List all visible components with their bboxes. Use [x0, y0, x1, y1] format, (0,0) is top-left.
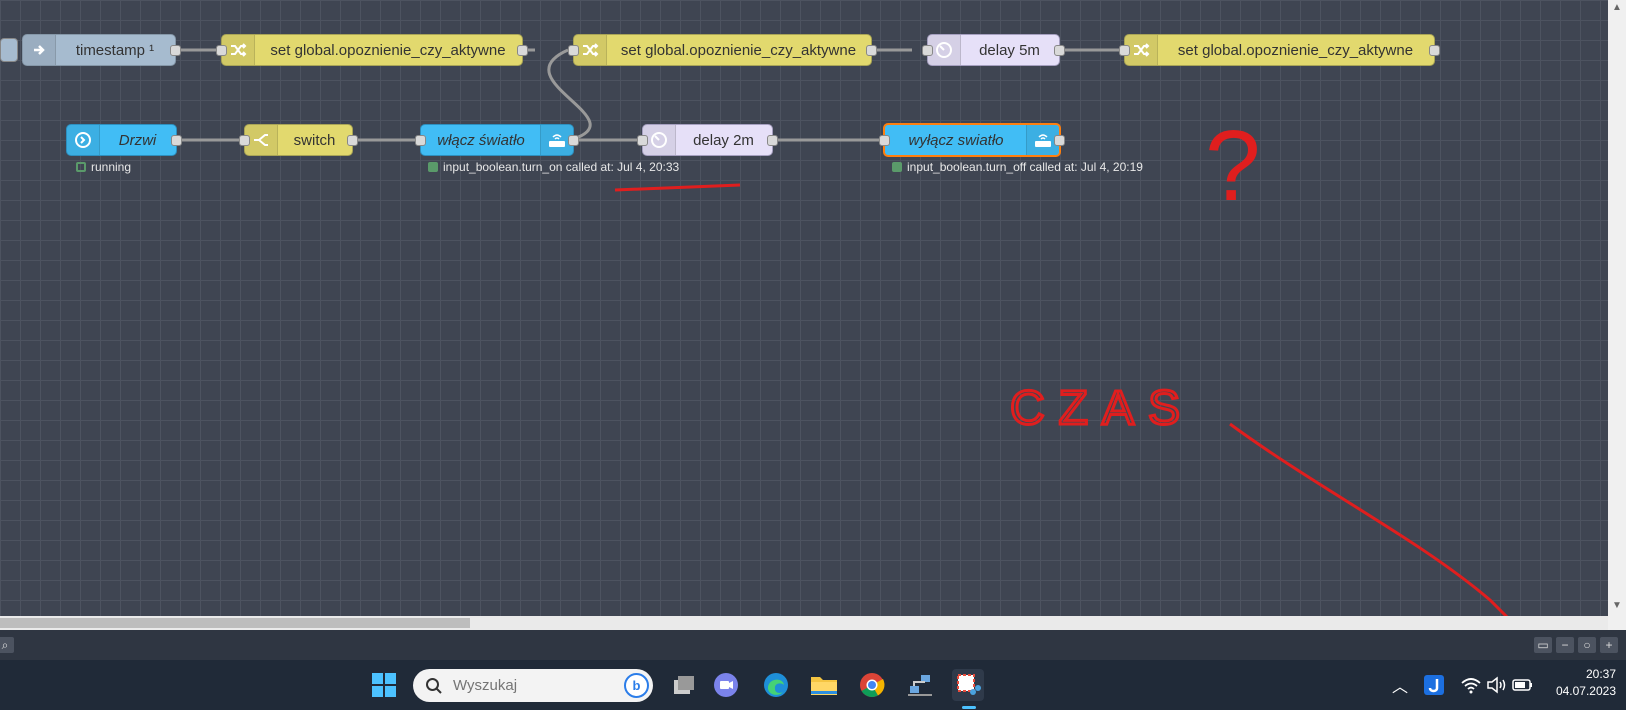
input-port[interactable] — [879, 135, 890, 146]
output-port[interactable] — [517, 45, 528, 56]
router-icon — [1026, 125, 1059, 155]
search-icon — [425, 677, 443, 695]
task-view-icon[interactable] — [668, 669, 700, 701]
node-label: Drzwi — [118, 131, 157, 149]
status-text: input_boolean.turn_on called at: Jul 4, … — [443, 160, 680, 174]
teams-chat-icon[interactable] — [710, 669, 742, 701]
input-port[interactable] — [568, 45, 579, 56]
set-global-node-2[interactable]: set global.opoznienie_czy_aktywne — [568, 34, 877, 66]
node-label: timestamp ¹ — [75, 41, 155, 59]
battery-icon[interactable] — [1507, 669, 1539, 701]
input-port[interactable] — [637, 135, 648, 146]
input-port[interactable] — [922, 45, 933, 56]
map-icon[interactable]: ▭ — [1534, 637, 1552, 653]
search-icon[interactable]: ⌕ — [0, 637, 14, 653]
router-icon — [540, 125, 573, 155]
node-label: set global.opoznienie_czy_aktywne — [620, 41, 857, 59]
scroll-up-arrow[interactable]: ▲ — [1612, 2, 1622, 13]
wires — [175, 48, 1121, 142]
vertical-scrollbar[interactable]: ▲ ▼ — [1608, 0, 1626, 630]
output-port[interactable] — [347, 135, 358, 146]
input-port[interactable] — [415, 135, 426, 146]
zoom-out-button[interactable]: − — [1556, 637, 1574, 653]
windows-taskbar: ︿ — [0, 660, 1626, 710]
drzwi-status: running — [76, 160, 131, 174]
switch-node[interactable]: switch — [239, 124, 358, 156]
node-label: switch — [293, 131, 336, 149]
taskbar-search[interactable]: b — [413, 669, 653, 702]
taskbar-clock[interactable]: 20:37 04.07.2023 — [1556, 666, 1616, 700]
wylacz-swiatlo-node[interactable]: wyłącz swiatło — [879, 123, 1065, 157]
output-port[interactable] — [767, 135, 778, 146]
file-explorer-icon[interactable] — [808, 669, 840, 701]
output-port[interactable] — [866, 45, 877, 56]
flow-canvas[interactable]: timestamp ¹ set global.opoznienie_czy_ak… — [0, 0, 1608, 616]
zoom-in-button[interactable]: + — [1600, 637, 1618, 653]
switch-icon — [245, 125, 278, 155]
chevron-up-icon[interactable]: ︿ — [1391, 679, 1408, 696]
shuffle-icon — [1125, 35, 1158, 65]
output-port[interactable] — [170, 45, 181, 56]
delay-2m-node[interactable]: delay 2m — [637, 124, 778, 156]
network-app-icon[interactable] — [904, 669, 936, 701]
tray-app-icon[interactable] — [1418, 669, 1450, 701]
output-port[interactable] — [1054, 45, 1065, 56]
bing-icon[interactable]: b — [624, 673, 649, 698]
node-label: set global.opoznienie_czy_aktywne — [270, 41, 506, 59]
clock-date: 04.07.2023 — [1555, 684, 1616, 698]
input-port[interactable] — [1119, 45, 1130, 56]
clock-time: 20:37 — [1585, 667, 1616, 681]
set-global-node-1[interactable]: set global.opoznienie_czy_aktywne — [216, 34, 528, 66]
volume-icon[interactable] — [1481, 669, 1513, 701]
output-port[interactable] — [568, 135, 579, 146]
active-indicator — [962, 706, 976, 709]
chrome-icon[interactable] — [856, 669, 888, 701]
start-icon[interactable] — [368, 669, 400, 701]
snipping-tool-icon[interactable] — [952, 669, 984, 701]
node-label: delay 5m — [979, 41, 1040, 59]
input-port[interactable] — [239, 135, 250, 146]
set-global-node-3[interactable]: set global.opoznienie_czy_aktywne — [1119, 34, 1440, 66]
editor-footer: ⌕ ▭ − ○ + — [0, 630, 1626, 660]
scroll-down-arrow[interactable]: ▼ — [1612, 600, 1622, 611]
status-ring-icon — [76, 162, 86, 172]
wifi-icon[interactable] — [1455, 669, 1487, 701]
arrow-right-icon — [23, 35, 56, 65]
shuffle-icon — [222, 35, 255, 65]
node-label: wyłącz swiatło — [908, 131, 1004, 149]
door-sensor-icon — [67, 125, 100, 155]
wylacz-status: input_boolean.turn_off called at: Jul 4,… — [892, 160, 1143, 174]
wlacz-status: input_boolean.turn_on called at: Jul 4, … — [428, 160, 679, 174]
shuffle-icon — [574, 35, 607, 65]
horizontal-scrollbar[interactable] — [0, 616, 1608, 630]
wlacz-swiatlo-node[interactable]: włącz światło — [415, 124, 579, 156]
timestamp-inject-node[interactable]: timestamp ¹ — [22, 34, 181, 66]
status-text: running — [91, 160, 132, 174]
input-port[interactable] — [216, 45, 227, 56]
node-label: delay 2m — [693, 131, 754, 149]
status-dot-icon — [892, 162, 902, 172]
node-label: set global.opoznienie_czy_aktywne — [1177, 41, 1414, 59]
timer-icon — [928, 35, 961, 65]
inject-button[interactable] — [0, 38, 18, 62]
node-label: włącz światło — [437, 131, 525, 149]
zoom-reset-button[interactable]: ○ — [1578, 637, 1596, 653]
status-dot-icon — [428, 162, 438, 172]
scrollbar-thumb[interactable] — [0, 618, 470, 628]
output-port[interactable] — [1054, 135, 1065, 146]
timer-icon — [643, 125, 676, 155]
output-port[interactable] — [171, 135, 182, 146]
edge-browser-icon[interactable] — [760, 669, 792, 701]
status-text: input_boolean.turn_off called at: Jul 4,… — [907, 160, 1143, 174]
search-input[interactable] — [451, 676, 615, 695]
output-port[interactable] — [1429, 45, 1440, 56]
delay-5m-node[interactable]: delay 5m — [922, 34, 1065, 66]
drzwi-state-node[interactable]: Drzwi — [66, 124, 182, 156]
